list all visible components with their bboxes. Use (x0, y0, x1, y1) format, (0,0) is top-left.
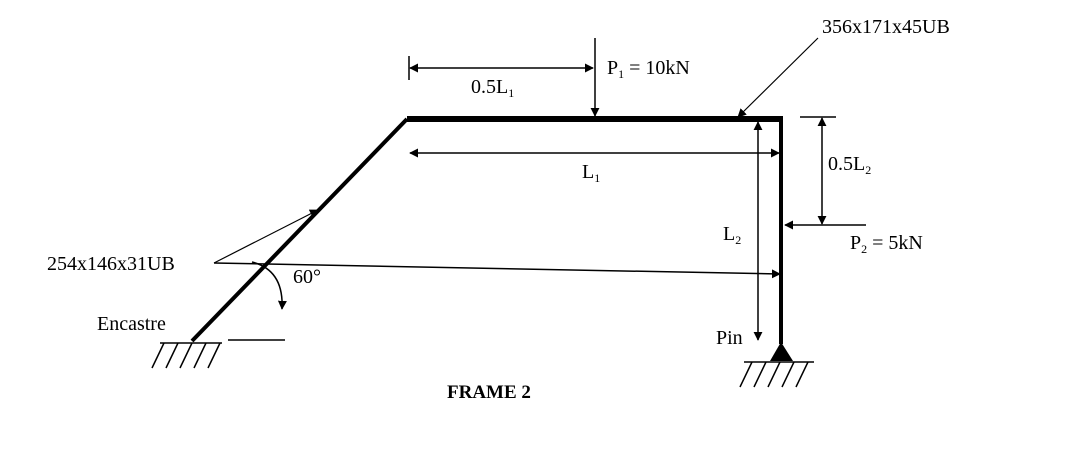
dimension-half-l2-label: 0.5L2 (828, 153, 871, 177)
load-p1-label: P1 = 10kN (607, 57, 690, 81)
dimension-l1-label: L1 (582, 161, 600, 185)
member-leader-inclined (213, 209, 319, 264)
member-leader-top-beam (737, 37, 819, 118)
encastre-support-hatch (151, 342, 222, 369)
dimension-half-l1 (408, 56, 594, 80)
pin-support-hatch (739, 361, 814, 388)
load-p2-label: P2 = 5kN (850, 232, 923, 256)
left-support-label: Encastre (97, 313, 166, 335)
dimension-l2-label: L2 (723, 223, 741, 247)
pin-support-triangle (770, 342, 793, 361)
right-support-label: Pin (716, 327, 743, 349)
inclined-member (190, 117, 409, 343)
frame-title: FRAME 2 (447, 382, 531, 403)
member-label-top-beam: 356x171x45UB (822, 16, 950, 38)
horizontal-reference-arrow (213, 262, 781, 279)
dimension-half-l2 (800, 116, 836, 225)
angle-arc (251, 261, 287, 310)
angle-label: 60° (293, 266, 321, 288)
member-label-inclined: 254x146x31UB (47, 253, 175, 275)
dimension-half-l1-label: 0.5L1 (471, 76, 514, 100)
